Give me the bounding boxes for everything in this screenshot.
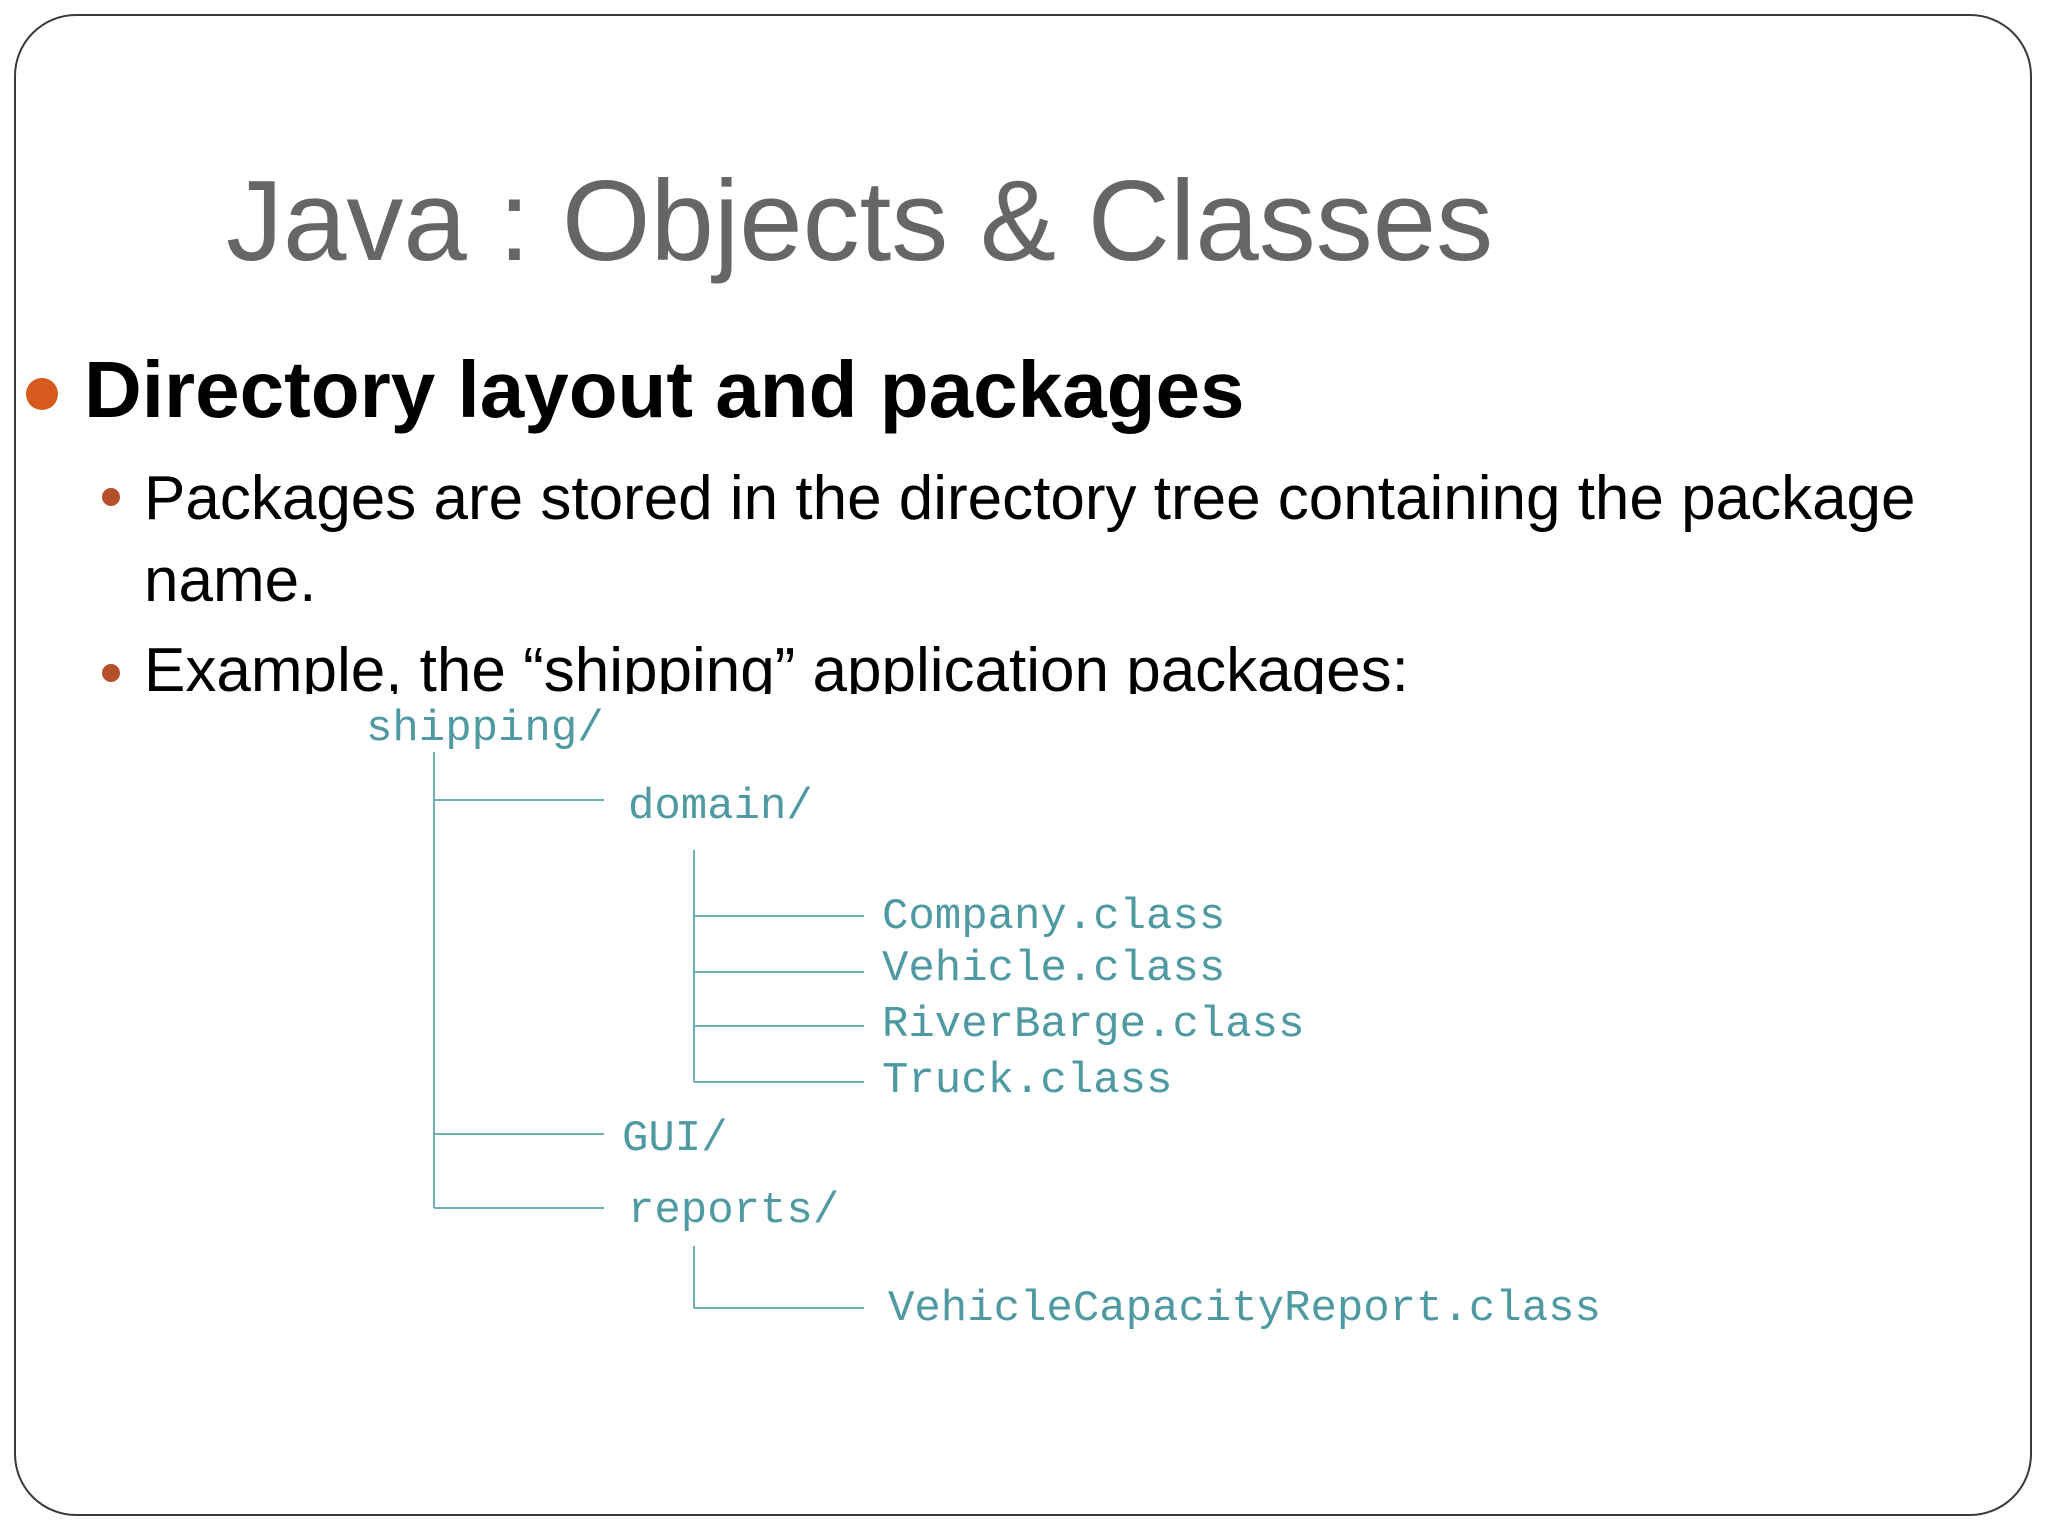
bullet-dot-sub-1 xyxy=(102,488,120,506)
tree-domain-label: domain/ xyxy=(628,782,813,832)
bullet-sub-text-2: Example, the “shipping” application pack… xyxy=(144,636,1409,694)
tree-file-truck: Truck.class xyxy=(882,1056,1172,1106)
tree-file-vehiclecapacityreport: VehicleCapacityReport.class xyxy=(888,1284,1601,1334)
tree-file-riverbarge: RiverBarge.class xyxy=(882,1000,1304,1050)
bullet-sub-text-1: Packages are stored in the directory tre… xyxy=(144,464,1916,615)
slide-frame xyxy=(14,14,2032,1516)
tree-file-vehicle: Vehicle.class xyxy=(882,944,1225,994)
tree-file-company: Company.class xyxy=(882,892,1225,942)
bullet-main-text: Directory layout and packages xyxy=(84,345,1245,434)
bullet-dot-sub-2 xyxy=(102,664,120,682)
directory-tree-diagram: shipping/ domain/ Company.class Vehicle.… xyxy=(366,704,1601,1334)
slide-title: Java : Objects & Classes xyxy=(226,158,1494,285)
bullet-dot-main xyxy=(26,378,58,410)
tree-reports-label: reports/ xyxy=(628,1186,839,1236)
tree-root-label: shipping/ xyxy=(366,704,604,754)
tree-gui-label: GUI/ xyxy=(622,1114,728,1164)
